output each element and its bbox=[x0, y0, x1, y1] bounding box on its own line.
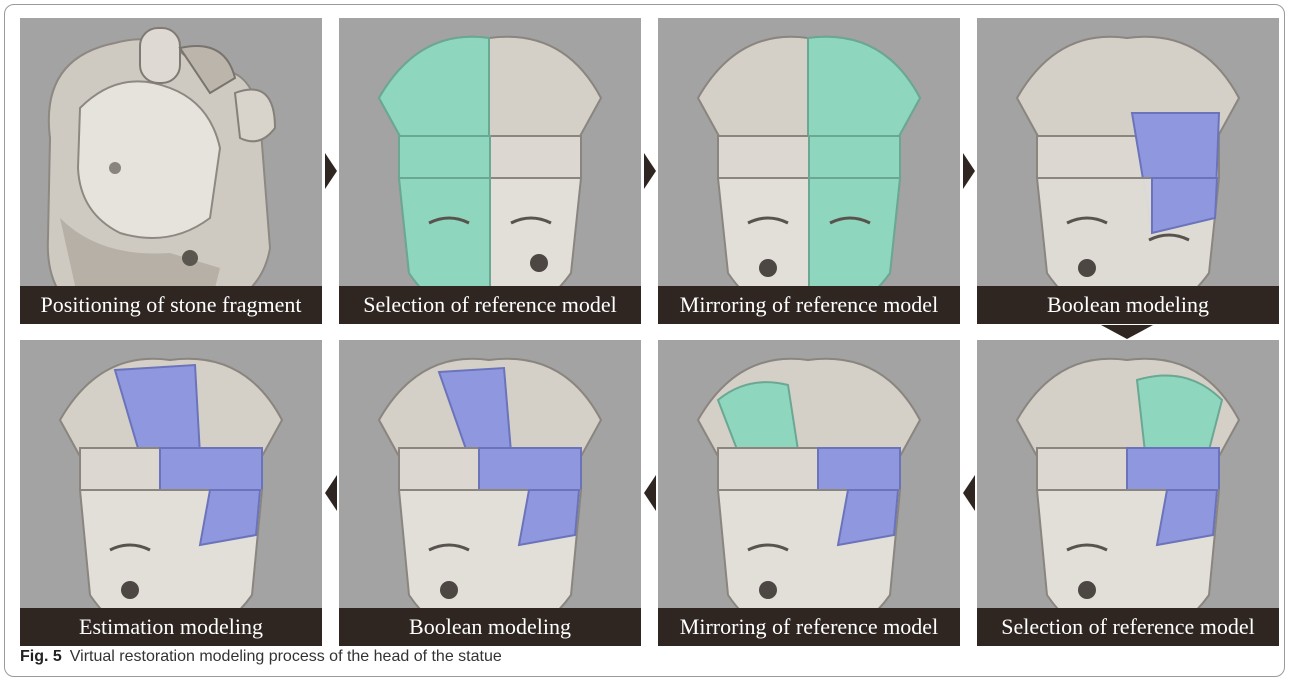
panel-8: Selection of reference model bbox=[977, 340, 1279, 646]
panel-1: Positioning of stone fragment bbox=[20, 18, 322, 324]
statue-head-estimation-image bbox=[20, 340, 322, 646]
panel-caption: Boolean modeling bbox=[339, 608, 641, 646]
panel-caption: Positioning of stone fragment bbox=[20, 286, 322, 324]
statue-head-reference-mirrored-image bbox=[658, 18, 960, 324]
statue-head-mirrored-crown-image bbox=[658, 340, 960, 646]
right-arrow bbox=[963, 153, 975, 189]
panel-caption: Boolean modeling bbox=[977, 286, 1279, 324]
panel-caption: Selection of reference model bbox=[339, 286, 641, 324]
figure-caption-text: Virtual restoration modeling process of … bbox=[70, 648, 502, 665]
panel-2: Selection of reference model bbox=[339, 18, 641, 324]
statue-head-boolean-crown-image bbox=[339, 340, 641, 646]
statue-fragments-image bbox=[20, 18, 322, 324]
left-arrow bbox=[644, 475, 656, 511]
figure-label: Fig. 5 bbox=[20, 648, 62, 665]
right-arrow bbox=[325, 153, 337, 189]
right-arrow bbox=[644, 153, 656, 189]
panel-caption: Estimation modeling bbox=[20, 608, 322, 646]
panel-caption: Mirroring of reference model bbox=[658, 608, 960, 646]
panel-caption: Selection of reference model bbox=[977, 608, 1279, 646]
panel-caption: Mirroring of reference model bbox=[658, 286, 960, 324]
panel-4: Boolean modeling bbox=[977, 18, 1279, 324]
statue-head-reference-selected-image bbox=[339, 18, 641, 324]
statue-head-boolean-band-image bbox=[977, 18, 1279, 324]
panel-5: Estimation modeling bbox=[20, 340, 322, 646]
panel-3: Mirroring of reference model bbox=[658, 18, 960, 324]
panel-7: Mirroring of reference model bbox=[658, 340, 960, 646]
left-arrow bbox=[325, 475, 337, 511]
statue-head-reference-crown-image bbox=[977, 340, 1279, 646]
left-arrow bbox=[963, 475, 975, 511]
figure-caption: Fig. 5 Virtual restoration modeling proce… bbox=[20, 648, 502, 666]
panel-6: Boolean modeling bbox=[339, 340, 641, 646]
down-arrow bbox=[1101, 325, 1153, 339]
